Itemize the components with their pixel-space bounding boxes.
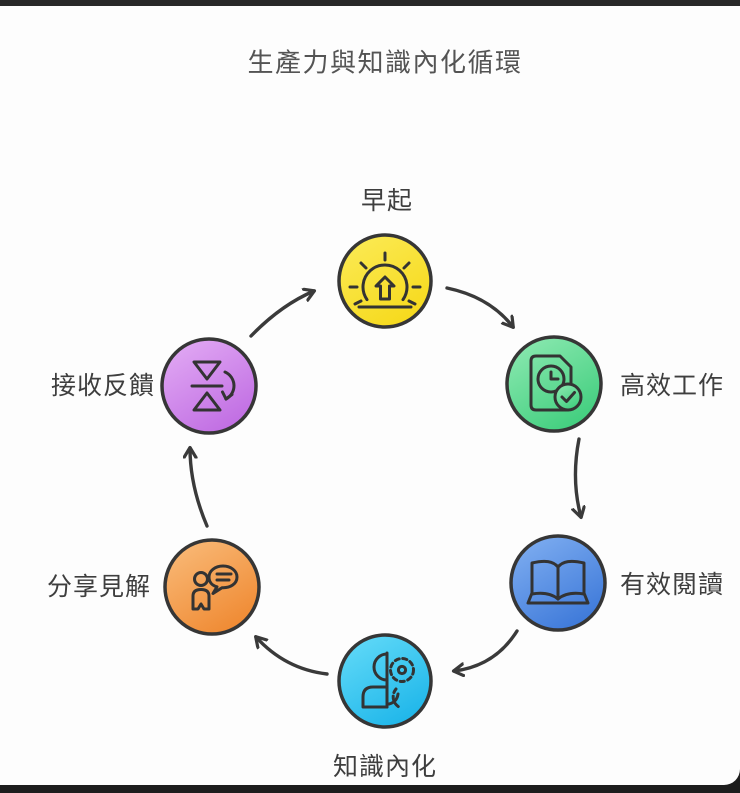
node-label-efficient-work: 高效工作: [620, 372, 725, 400]
node-label-early-rise: 早起: [360, 187, 414, 215]
node-label-receive-feedback: 接收反饋: [50, 372, 155, 400]
arrow-work-to-reading: [575, 437, 581, 517]
window-top-edge: [0, 0, 740, 6]
arrow-share-to-feedback: [190, 448, 209, 528]
arrow-earlyrise-to-work: [445, 286, 513, 327]
node-label-effective-reading: 有效閱讀: [620, 571, 725, 599]
node-circle-share-insights: [163, 538, 261, 636]
node-circle-efficient-work: [505, 335, 603, 433]
sunrise-icon: [348, 251, 422, 309]
cycle-arrows: [190, 286, 581, 676]
arrow-internalize-to-share: [256, 637, 329, 676]
diagram-title: 生產力與知識內化循環: [247, 47, 523, 78]
document-clock-check-icon: [529, 354, 583, 412]
person-speech-bubble-icon: [191, 564, 239, 611]
open-book-icon: [526, 559, 590, 605]
swap-triangles-icon: [190, 360, 236, 412]
head-gears-icon: [361, 651, 415, 710]
arrow-feedback-to-earlyrise: [249, 291, 314, 338]
node-label-knowledge-internalization: 知識內化: [332, 753, 438, 781]
arrow-reading-to-internalize: [454, 629, 519, 671]
node-label-share-insights: 分享見解: [46, 573, 151, 601]
node-circle-early-rise: [337, 233, 433, 329]
